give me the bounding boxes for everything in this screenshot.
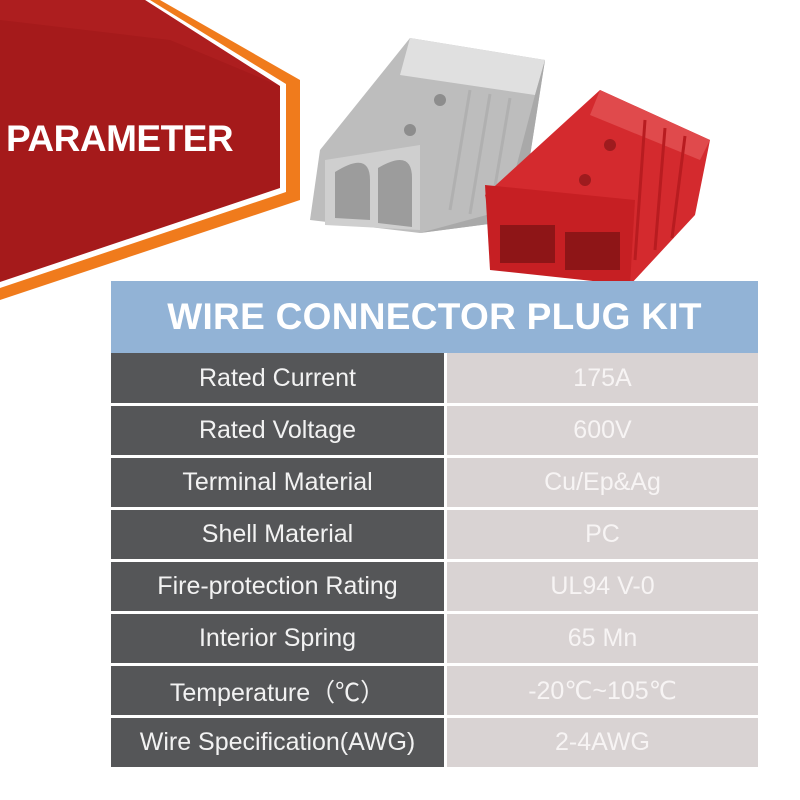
table-row: Shell Material PC — [111, 510, 758, 562]
table-row: Wire Specification(AWG) 2-4AWG — [111, 718, 758, 770]
row-label: Wire Specification(AWG) — [111, 718, 447, 767]
row-label: Rated Current — [111, 353, 447, 403]
row-value: -20℃~105℃ — [447, 666, 758, 715]
row-label: Interior Spring — [111, 614, 447, 663]
banner-shape — [0, 0, 300, 300]
table-title: WIRE CONNECTOR PLUG KIT — [111, 281, 758, 353]
row-value: 175A — [447, 353, 758, 403]
table-row: Rated Voltage 600V — [111, 406, 758, 458]
table-row: Fire-protection Rating UL94 V-0 — [111, 562, 758, 614]
red-connector — [485, 90, 710, 285]
row-value: PC — [447, 510, 758, 559]
row-label: Temperature（℃） — [111, 666, 447, 715]
row-value: Cu/Ep&Ag — [447, 458, 758, 507]
row-label: Rated Voltage — [111, 406, 447, 455]
table-row: Temperature（℃） -20℃~105℃ — [111, 666, 758, 718]
row-label: Terminal Material — [111, 458, 447, 507]
spec-table: WIRE CONNECTOR PLUG KIT Rated Current 17… — [111, 281, 758, 770]
banner-title: PARAMETER — [6, 118, 234, 159]
table-row: Rated Current 175A — [111, 353, 758, 406]
row-label: Fire-protection Rating — [111, 562, 447, 611]
parameter-banner: PARAMETER — [0, 0, 300, 300]
table-body: Rated Current 175A Rated Voltage 600V Te… — [111, 353, 758, 770]
table-row: Interior Spring 65 Mn — [111, 614, 758, 666]
row-label: Shell Material — [111, 510, 447, 559]
row-value: 600V — [447, 406, 758, 455]
row-value: 2-4AWG — [447, 718, 758, 767]
row-value: 65 Mn — [447, 614, 758, 663]
product-image — [300, 20, 720, 290]
table-row: Terminal Material Cu/Ep&Ag — [111, 458, 758, 510]
wire-connector-plugs-icon — [310, 38, 710, 285]
row-value: UL94 V-0 — [447, 562, 758, 611]
